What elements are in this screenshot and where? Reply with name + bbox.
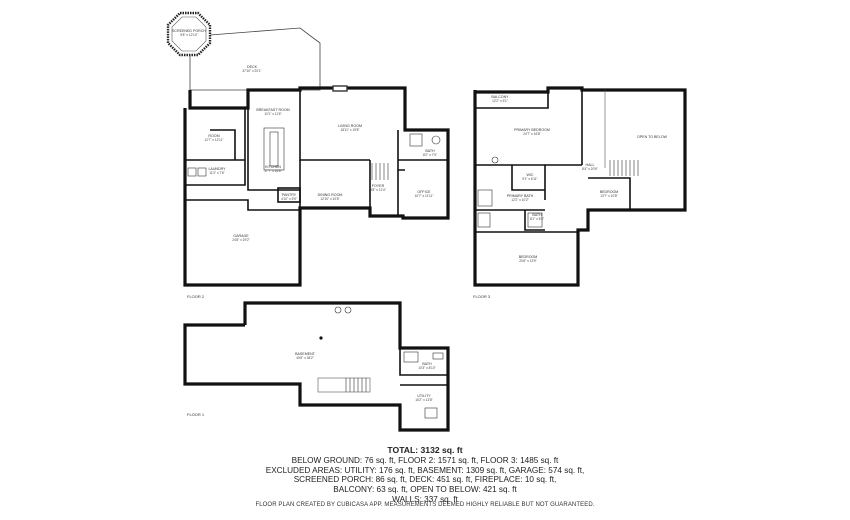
room-dim: 12'7" x 12'11" — [204, 138, 223, 142]
bedroom-b-label: BEDROOM — [519, 255, 538, 259]
wic-label: WIC — [527, 173, 534, 177]
room-label: ROOM — [208, 134, 219, 138]
primary-bedroom-label: PRIMARY BEDROOM — [514, 128, 550, 132]
summary-line-4: BALCONY: 63 sq. ft, OPEN TO BELOW: 421 s… — [333, 485, 517, 495]
screened-porch-outline — [166, 11, 212, 57]
utility-dim: 16'2" x 13'8" — [415, 398, 432, 402]
primary-bedroom-dim: 24'7" x 16'8" — [523, 132, 540, 136]
balcony-label: BALCONY — [491, 95, 509, 99]
open-to-below-label: OPEN TO BELOW — [637, 135, 668, 139]
deck-label: DECK — [247, 65, 258, 69]
hall-label: HALL — [586, 163, 595, 167]
dining-room-dim: 12'10" x 10'8" — [320, 197, 339, 201]
wic-dim: 9'1" x 6'11" — [522, 177, 537, 181]
garage-dim: 24'8" x 29'2" — [232, 238, 249, 242]
floor-1-plan: BASEMENT 40'8" x 38'2" BATH 10'3" x 8'10… — [183, 301, 450, 432]
summary-line-1: BELOW GROUND: 76 sq. ft, FLOOR 2: 1571 s… — [291, 455, 559, 465]
living-room-label: LIVING ROOM — [338, 124, 362, 128]
kitchen-label: KITCHEN — [265, 165, 281, 169]
primary-bath-dim: 12'2" x 10'2" — [511, 198, 528, 202]
disclaimer-footer: FLOOR PLAN CREATED BY CUBICASA APP. MEAS… — [255, 502, 595, 508]
summary-line-3: SCREENED PORCH: 86 sq. ft, DECK: 451 sq.… — [293, 475, 557, 485]
deck-outline — [189, 27, 321, 91]
bath-floor-3-label: BATH — [532, 213, 542, 217]
office-label: OFFICE — [417, 190, 431, 194]
bath-floor-2-label: BATH — [425, 149, 435, 153]
total-area: TOTAL: 3132 sq. ft — [387, 445, 463, 455]
floor-1-exterior-wall — [183, 301, 450, 432]
foyer-label: FOYER — [372, 184, 385, 188]
pantry-label: PANTRY — [282, 193, 297, 197]
area-summary: TOTAL: 3132 sq. ft BELOW GROUND: 76 sq. … — [0, 445, 850, 505]
basement-label: BASEMENT — [295, 352, 316, 356]
bath-floor-3-dim: 8'1" x 5'5" — [530, 217, 544, 221]
floor-3-plan: BALCONY 12'2" x 5'1" PRIMARY BEDROOM 24'… — [473, 86, 687, 299]
bedroom-a-dim: 13'7" x 10'8" — [600, 194, 617, 198]
bedroom-a-label: BEDROOM — [600, 190, 619, 194]
living-room-dim: 18'11" x 19'8" — [340, 128, 359, 132]
office-dim: 10'7" x 11'11" — [415, 194, 434, 198]
floor-3-label: FLOOR 3 — [473, 294, 491, 299]
kitchen-dim: 17'7" x 16'8" — [264, 169, 281, 173]
primary-bath-label: PRIMARY BATH — [507, 194, 534, 198]
breakfast-room-dim: 10'1" x 11'6" — [264, 112, 281, 116]
foyer-dim: 8'8" x 12'4" — [370, 188, 386, 192]
laundry-label: LAUNDRY — [208, 167, 226, 171]
floor-2-label: FLOOR 2 — [187, 294, 205, 299]
dining-room-label: DINING ROOM — [318, 193, 343, 197]
floor-2-plan: SCREENED PORCH 9'8" x 12'10" DECK 37'10"… — [166, 11, 450, 299]
garage-label: GARAGE — [233, 234, 249, 238]
screened-porch-dim: 9'8" x 12'10" — [180, 33, 197, 37]
hall-dim: 8'4" x 20'6" — [582, 167, 598, 171]
breakfast-room-label: BREAKFAST ROOM — [256, 108, 289, 112]
bath-floor-1-dim: 10'3" x 8'10" — [418, 366, 435, 370]
bath-floor-2-dim: 8'2" x 7'5" — [423, 153, 437, 157]
floor-1-label: FLOOR 1 — [187, 412, 205, 417]
pantry-dim: 4'10" x 5'5" — [281, 197, 297, 201]
summary-line-2: EXCLUDED AREAS: UTILITY: 176 sq. ft, BAS… — [265, 465, 585, 475]
basement-dim: 40'8" x 38'2" — [296, 356, 313, 360]
floor-plan-drawing: SCREENED PORCH 9'8" x 12'10" DECK 37'10"… — [166, 11, 687, 432]
deck-dim: 37'10" x 20'1" — [242, 69, 261, 73]
laundry-dim: 11'3" x 7'6" — [209, 171, 224, 175]
bedroom-b-dim: 20'6" x 13'9" — [519, 259, 536, 263]
floor-3-exterior-wall — [473, 86, 687, 287]
summary-line-5: WALLS: 337 sq. ft — [392, 494, 458, 504]
utility-label: UTILITY — [417, 394, 431, 398]
screened-porch-label: SCREENED PORCH — [172, 29, 206, 33]
balcony-dim: 12'2" x 5'1" — [492, 99, 508, 103]
bath-floor-1-label: BATH — [422, 362, 432, 366]
floor-2-exterior-wall — [183, 86, 450, 287]
